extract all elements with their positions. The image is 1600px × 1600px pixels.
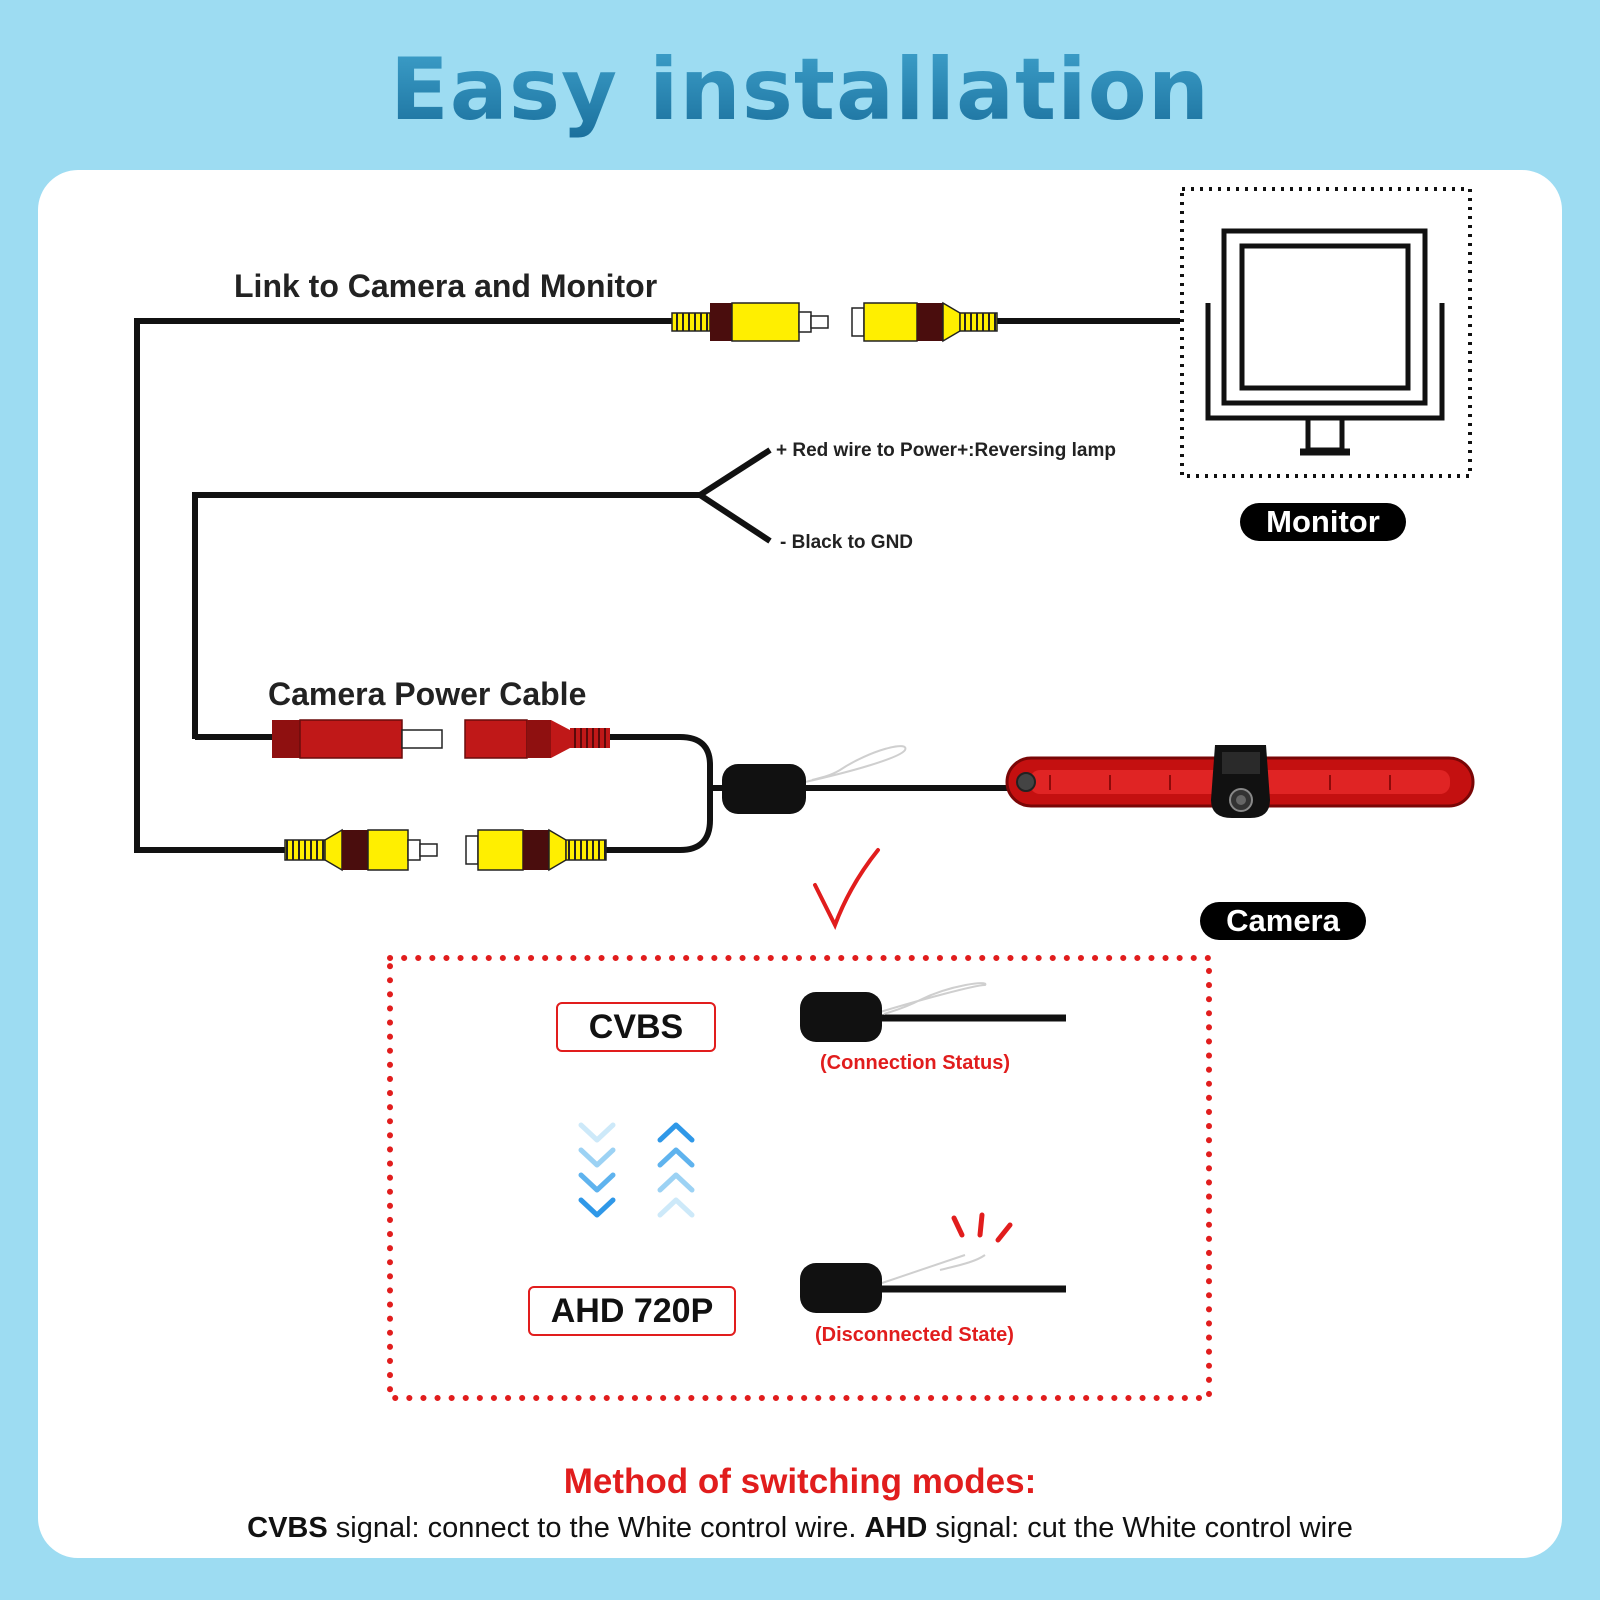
- power-socket-female: [464, 719, 610, 759]
- checkmark-icon: [813, 848, 880, 930]
- junction-box: [722, 764, 806, 814]
- rca-plug-top-male: [671, 302, 829, 342]
- cvbs-text: signal: connect to the White control wir…: [327, 1512, 865, 1544]
- power-cable-label: Camera Power Cable: [268, 676, 587, 712]
- up-arrows-icon: [657, 1122, 695, 1218]
- brake-light-camera: [1005, 745, 1475, 818]
- down-arrows-icon: [578, 1122, 616, 1218]
- camera-badge: Camera: [1200, 902, 1366, 940]
- rca-socket-top-female: [851, 301, 998, 343]
- page-title: Easy installation: [0, 40, 1600, 140]
- cvbs-mode-box: CVBS: [556, 1002, 716, 1052]
- monitor-badge: Monitor: [1240, 503, 1406, 541]
- red-wire-label: + Red wire to Power+:Reversing lamp: [776, 440, 1116, 461]
- monitor-icon: [1205, 228, 1445, 456]
- power-plug-male: [272, 719, 443, 759]
- link-label: Link to Camera and Monitor: [234, 268, 658, 304]
- rca-plug-bottom-male: [284, 828, 438, 872]
- black-wire-label: - Black to GND: [780, 532, 914, 553]
- method-title: Method of switching modes:: [563, 1462, 1037, 1501]
- white-control-wire: [804, 745, 907, 783]
- cvbs-connected-wire: [800, 982, 1066, 1042]
- mode-box-frame: [387, 955, 1212, 1401]
- cvbs-bold: CVBS: [247, 1512, 328, 1544]
- ahd-text: signal: cut the White control wire: [927, 1512, 1353, 1544]
- disconnected-status-label: (Disconnected State): [815, 1324, 1014, 1346]
- ahd-bold: AHD: [864, 1512, 928, 1544]
- ahd-mode-box: AHD 720P: [528, 1286, 736, 1336]
- rca-socket-bottom-female: [465, 828, 607, 872]
- method-description: CVBS signal: connect to the White contro…: [0, 1512, 1600, 1545]
- ahd-disconnected-wire: [800, 1212, 1066, 1313]
- connection-status-label: (Connection Status): [820, 1052, 1010, 1074]
- monitor-frame: [1180, 187, 1472, 478]
